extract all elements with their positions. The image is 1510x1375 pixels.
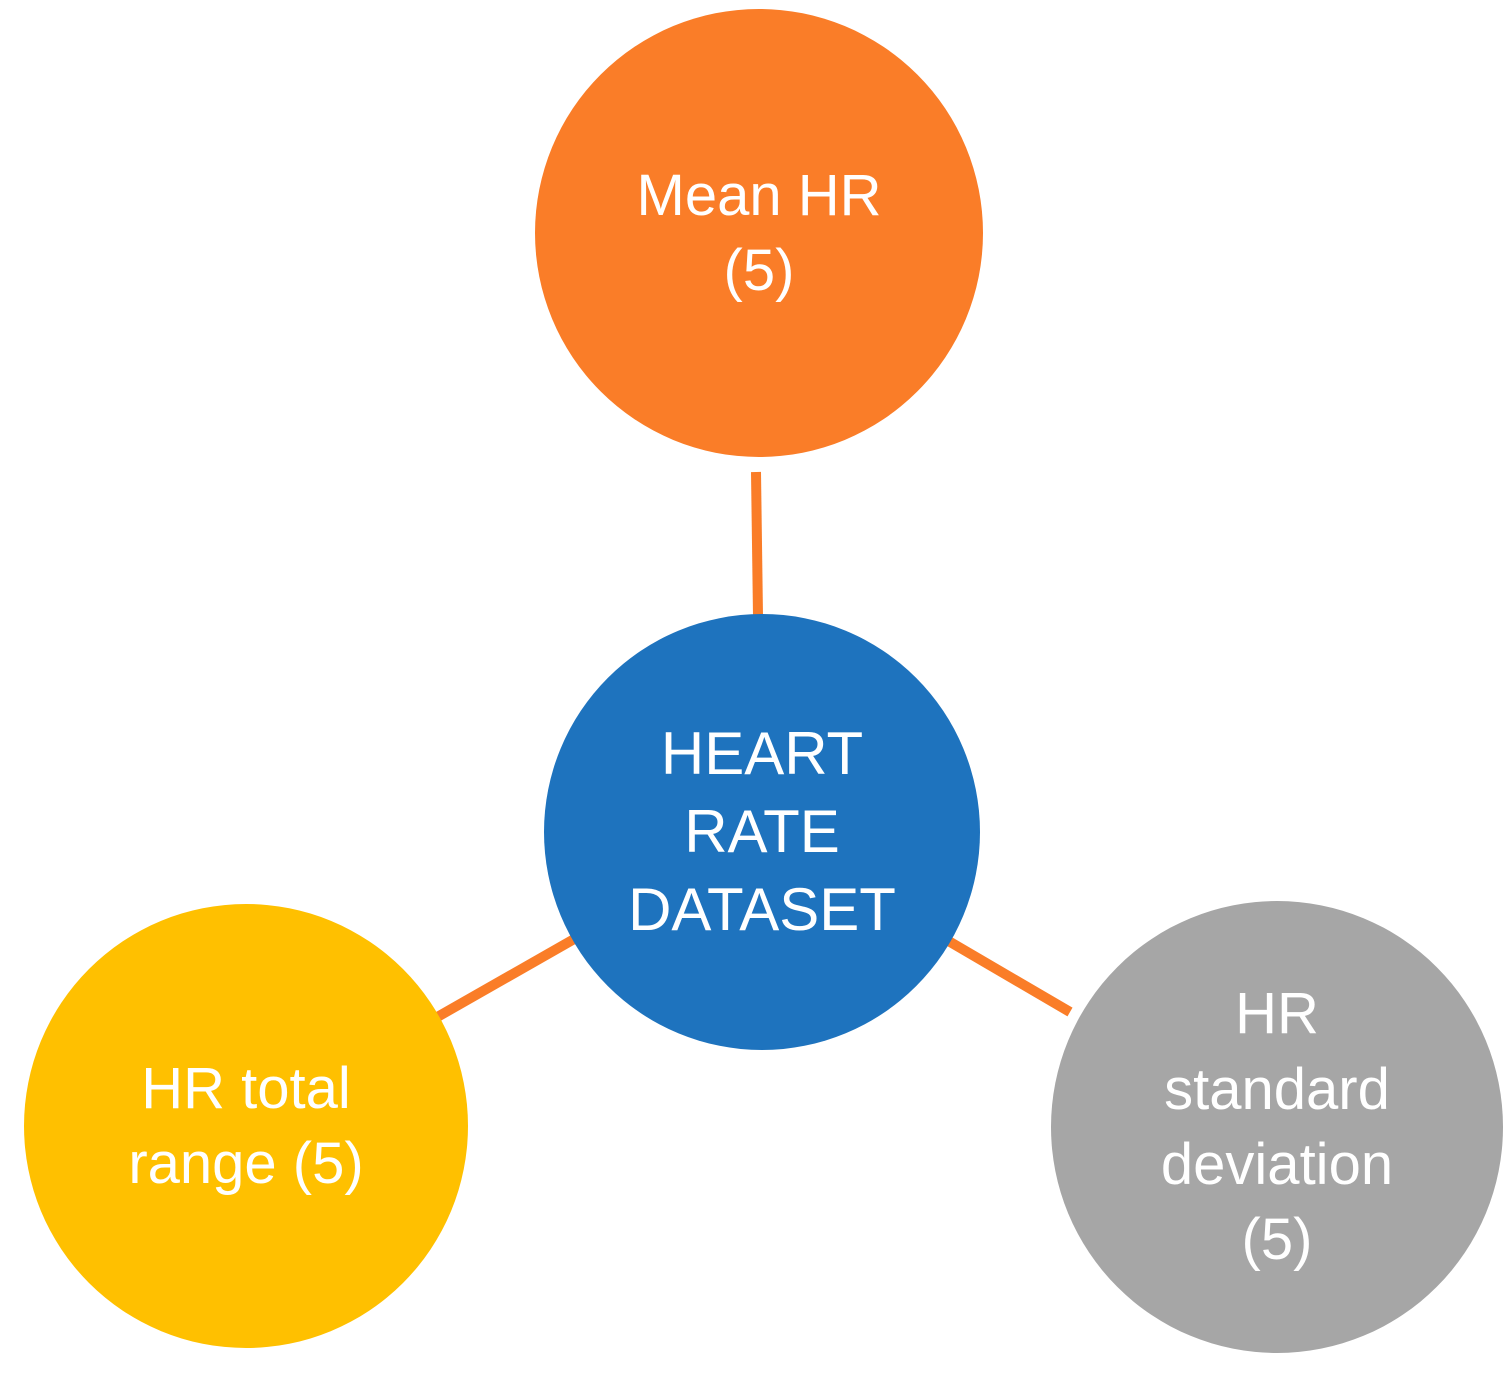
node-hr-standard-deviation-label: HR standard deviation (5)	[1160, 981, 1394, 1273]
node-hr-standard-deviation: HR standard deviation (5)	[1051, 901, 1503, 1353]
node-heart-rate-dataset-label: HEART RATE DATASET	[628, 720, 896, 943]
node-hr-total-range-label: HR total range (5)	[128, 1055, 364, 1196]
node-hr-total-range: HR total range (5)	[24, 904, 468, 1348]
node-mean-hr-label: Mean HR (5)	[636, 162, 882, 303]
node-heart-rate-dataset: HEART RATE DATASET	[544, 614, 980, 1050]
node-mean-hr: Mean HR (5)	[535, 9, 983, 457]
